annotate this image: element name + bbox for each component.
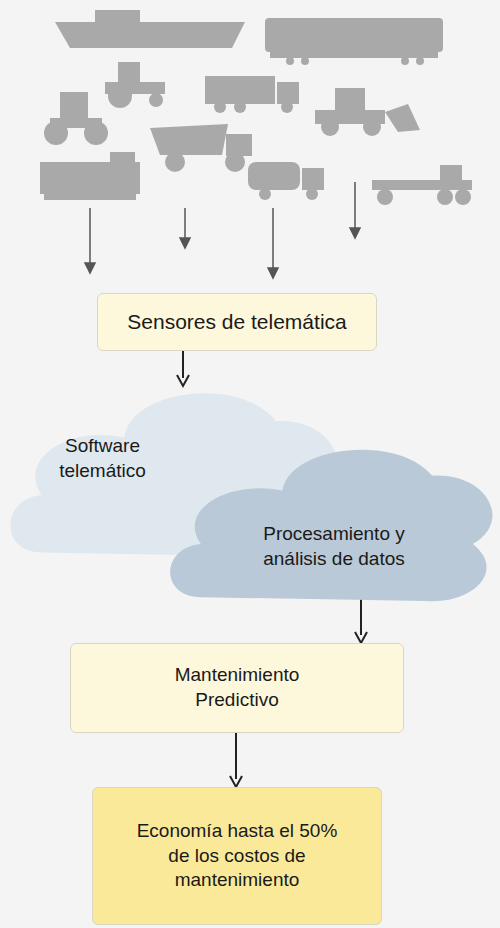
cloud-shape: Procesamiento y análisis de datos [160,430,500,620]
ship-cabin [95,10,140,22]
loader-cab [335,88,365,113]
node-label: Sensores de telemática [127,308,346,335]
generator-icon [40,162,140,194]
flow-arrow [177,351,189,386]
process-box: Sensores de telemática [97,293,377,351]
truck-cab [277,82,299,104]
locomotive-frame [270,52,438,58]
process-box: Mantenimiento Predictivo [70,643,404,733]
flow-arrow [355,594,367,643]
node-label: Economía hasta el 50% de los costos de m… [130,819,345,893]
truck-body [205,76,275,104]
node-label: Mantenimiento Predictivo [157,663,317,712]
locomotive-body [265,18,443,52]
tractor-cab [118,62,140,84]
process-box: Economía hasta el 50% de los costos de m… [92,787,382,925]
dump-truck-icon [150,124,228,155]
ship-icon [55,22,245,48]
garbage-truck-icon [248,162,300,190]
vehicle-arrows [85,182,360,278]
flow-arrow [230,733,242,787]
roller-cab [60,92,88,120]
grader-icon [372,180,472,190]
node-label: Software telemático [40,434,165,483]
node-label: Procesamiento y análisis de datos [244,522,424,571]
